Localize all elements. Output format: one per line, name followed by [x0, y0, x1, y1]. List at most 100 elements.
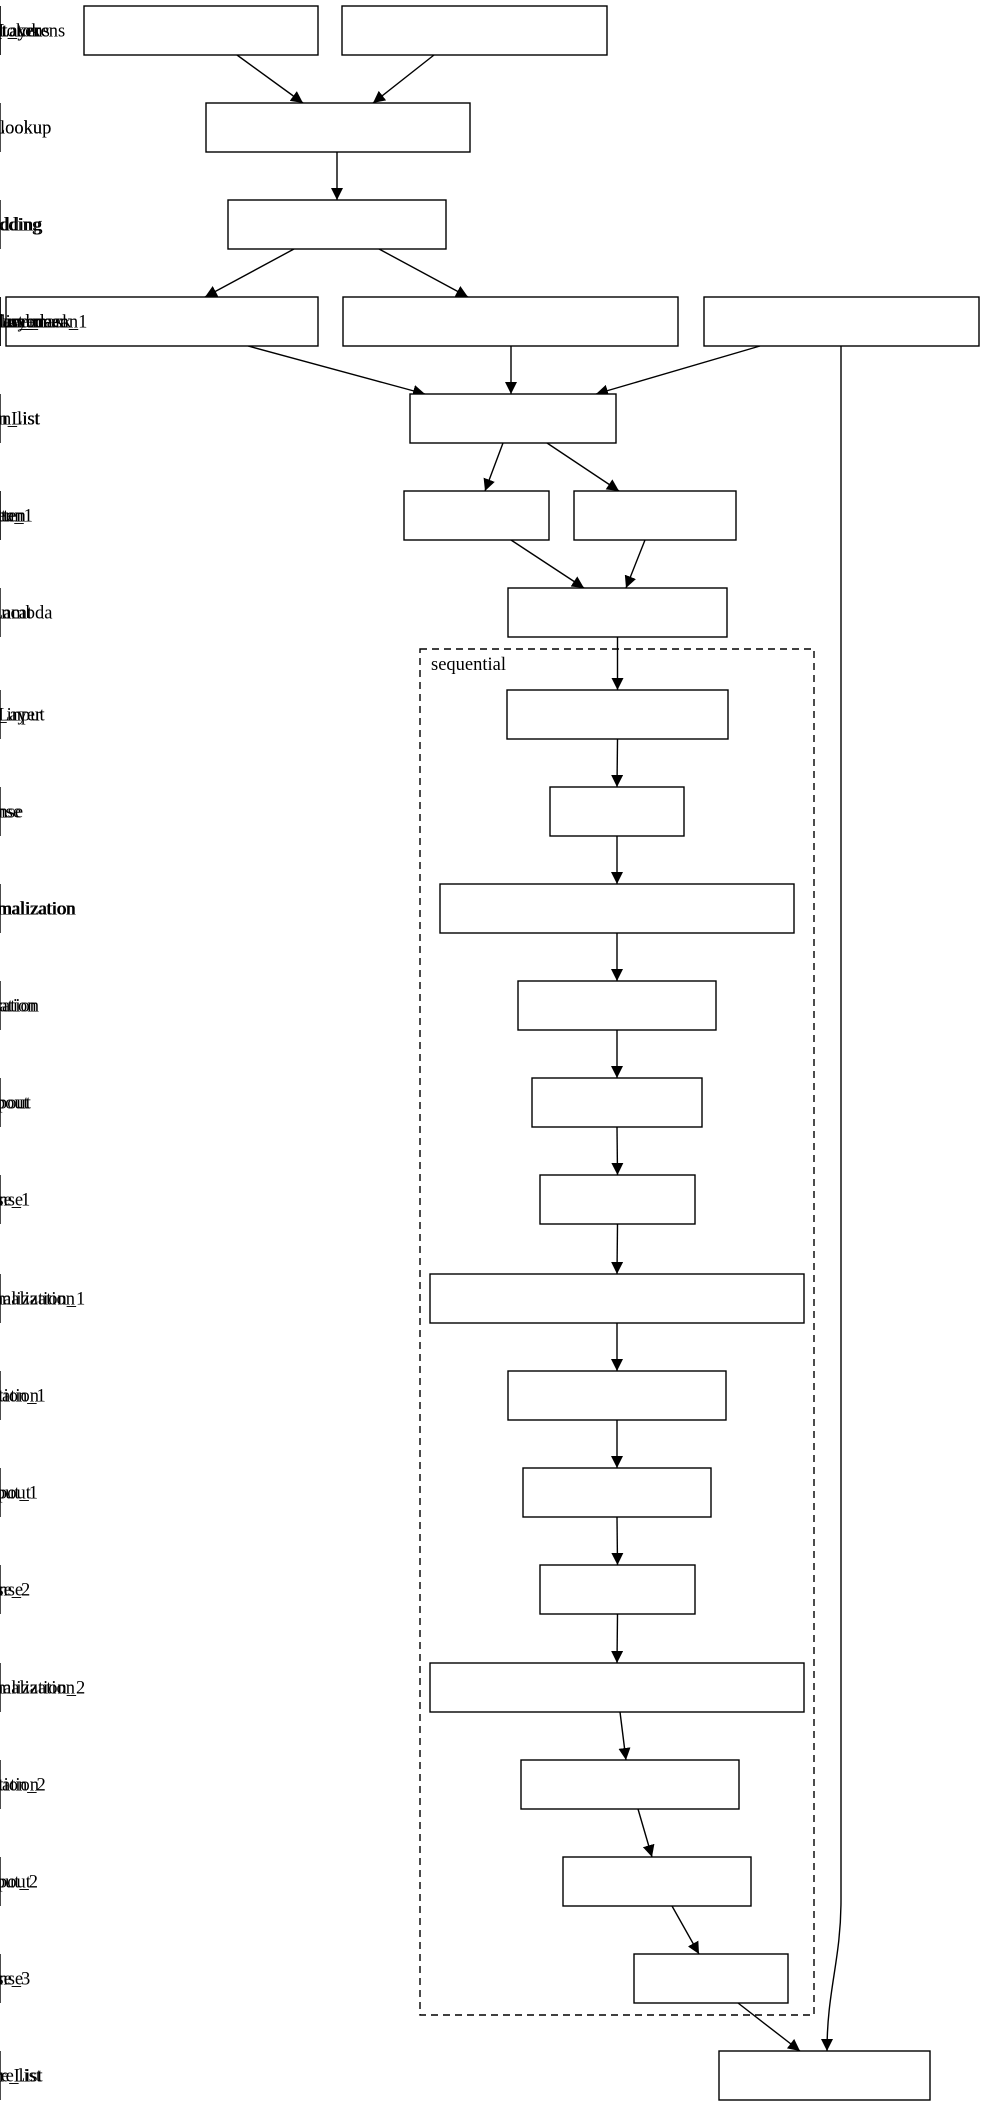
node-box [507, 587, 728, 638]
node-layer-type: RestoreList [0, 2067, 44, 2087]
node-layer-name: batch_normalization_2 [0, 1679, 85, 1699]
node-flatten_list: flatten_listFlattenList [0, 393, 617, 444]
node-layer-type: Dense [0, 1581, 23, 1601]
edge-embedding-to-reduce_mean [204, 248, 295, 298]
node-batch_normalization_1: batch_normalization_1BatchNormalization [0, 1273, 805, 1324]
node-dropout: dropoutDropout [0, 1077, 703, 1128]
node-layer-type: TFOpLambda [0, 604, 52, 624]
node-layer-type: InputLayer [0, 313, 41, 333]
node-activation: activationActivation [0, 980, 717, 1031]
node-box [520, 1759, 740, 1810]
edge-dropout_2-to-dense_3 [671, 1905, 700, 1955]
node-layer-name: document_tokens [0, 22, 65, 42]
node-box [562, 1856, 752, 1907]
node-box [522, 1467, 712, 1518]
node-layer-name: string_lookup [0, 119, 51, 139]
edge-example_list_mask-to-restore_list [821, 346, 842, 2052]
edge-embedding-to-reduce_mean_1 [378, 248, 469, 298]
edge-dense_3-to-restore_list [737, 2002, 801, 2052]
node-layer-type: Dense [0, 803, 23, 823]
node-layer-name: dense_1 [0, 1191, 30, 1211]
edge-dropout_1-to-dense_2 [611, 1516, 624, 1566]
node-box [517, 980, 717, 1031]
node-reduce_mean: tf.math.reduce_meanTFOpLambda [0, 296, 319, 347]
node-dense: denseDense [0, 786, 685, 837]
node-box [507, 1370, 727, 1421]
node-layer-type: BatchNormalization [0, 1679, 75, 1699]
node-layer-type: InputLayer [0, 22, 41, 42]
cluster-label: sequential [431, 655, 506, 675]
node-query_tokens: query_tokensInputLayer [0, 5, 319, 56]
node-layer-type: Flatten [0, 507, 26, 527]
node-layer-name: flatten_1 [0, 507, 33, 527]
edge-dense_1-to-batch_normalization_1 [611, 1223, 624, 1275]
node-layer-name: flatten [0, 507, 24, 527]
node-layer-type: Dropout [0, 1094, 32, 1114]
node-box [573, 490, 737, 541]
node-box [403, 490, 550, 541]
edge-flatten_list-to-flatten [483, 442, 504, 492]
node-layer-name: batch_normalization_1 [0, 1290, 85, 1310]
edges-layer [204, 54, 842, 2052]
node-box [549, 786, 685, 837]
node-layer-type: Activation [0, 1776, 39, 1796]
node-box [429, 1662, 805, 1713]
node-dropout_1: dropout_1Dropout [0, 1467, 712, 1518]
node-layer-name: flatten_list [0, 410, 40, 430]
node-layer-type: Activation [0, 1387, 39, 1407]
edge-query_tokens-to-string_lookup [236, 54, 304, 104]
node-layer-type: BatchNormalization [0, 1290, 75, 1310]
edge-document_tokens-to-string_lookup [372, 54, 435, 104]
node-layer-name: dropout [0, 1094, 30, 1114]
edge-dense_2-to-batch_normalization_2 [611, 1613, 624, 1664]
node-dense_2: dense_2Dense [0, 1564, 696, 1615]
node-layer-name: activation_2 [0, 1776, 46, 1796]
node-flatten_1: flatten_1Flatten [0, 490, 737, 541]
node-flatten: flattenFlatten [0, 490, 550, 541]
node-dense_input: dense_inputInputLayer [0, 689, 729, 740]
node-box [5, 296, 319, 347]
node-layer-name: restore_list [0, 2067, 42, 2087]
node-document_tokens: document_tokensInputLayer [0, 5, 608, 56]
node-layer-name: dropout_2 [0, 1873, 38, 1893]
node-layer-type: InputLayer [0, 22, 41, 42]
node-layer-type: TFOpLambda [0, 313, 52, 333]
node-layer-name: dropout_1 [0, 1484, 38, 1504]
node-layer-name: activation [0, 997, 36, 1017]
edge-dropout-to-dense_1 [611, 1126, 624, 1176]
node-batch_normalization: batch_normalizationBatchNormalization [0, 883, 795, 934]
node-batch_normalization_2: batch_normalization_2BatchNormalization [0, 1662, 805, 1713]
node-layer-name: query_tokens [0, 22, 50, 42]
node-reduce_mean_1: tf.math.reduce_mean_1TFOpLambda [0, 296, 679, 347]
node-layer-name: embedding [0, 216, 41, 236]
node-layer-name: tf.concat [0, 604, 33, 624]
node-box [83, 5, 319, 56]
edge-reduce_mean-to-flatten_list [247, 345, 426, 397]
node-layer-name: dense_2 [0, 1581, 30, 1601]
node-layer-name: example_list_mask [0, 313, 72, 333]
node-layer-type: TFOpLambda [0, 313, 52, 333]
node-string_lookup: string_lookupStringLookup [0, 102, 471, 153]
node-layer-name: activation_1 [0, 1387, 46, 1407]
node-box [703, 296, 980, 347]
node-box [539, 1174, 696, 1225]
node-box [342, 296, 679, 347]
node-box [506, 689, 729, 740]
edge-flatten-to-concat [510, 539, 585, 589]
node-layer-name: dense [0, 803, 21, 823]
node-box [439, 883, 795, 934]
node-layer-type: StringLookup [0, 119, 51, 139]
node-layer-type: Dense [0, 1970, 23, 1990]
node-layer-type: Dense [0, 1191, 23, 1211]
edge-dense_input-to-dense [611, 738, 624, 788]
node-dense_3: dense_3Dense [0, 1953, 789, 2004]
edge-batch_normalization_2-to-activation_2 [618, 1711, 631, 1761]
node-layer-name: batch_normalization [0, 900, 76, 920]
node-layer-type: Embedding [0, 216, 43, 236]
node-layer-name: tf.math.reduce_mean_1 [0, 313, 87, 333]
node-layer-name: tf.math.reduce_mean [0, 313, 78, 333]
node-box [539, 1564, 696, 1615]
node-box [409, 393, 617, 444]
edge-example_list_mask-to-flatten_list [595, 345, 761, 397]
node-layer-name: dense_input [0, 706, 46, 726]
